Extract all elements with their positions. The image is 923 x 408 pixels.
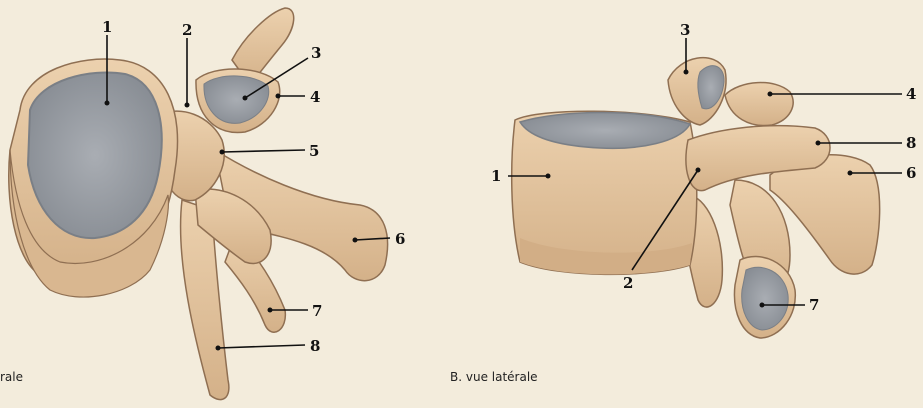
caption-panel-b: B. vue latérale — [450, 370, 538, 384]
label-b-7: 7 — [809, 296, 819, 314]
label-b-3: 3 — [680, 21, 690, 39]
caption-panel-a: rale — [0, 370, 23, 384]
label-a-8: 8 — [310, 337, 320, 355]
panel-a-drawing — [9, 8, 388, 400]
panel-b-drawing — [512, 58, 880, 338]
label-a-2: 2 — [182, 21, 192, 39]
label-b-2: 2 — [623, 274, 633, 292]
label-a-6: 6 — [395, 230, 405, 248]
label-a-4: 4 — [310, 88, 320, 106]
label-a-3: 3 — [311, 44, 321, 62]
intervertebral-disc-surface-a — [28, 73, 162, 239]
label-b-1: 1 — [491, 167, 501, 185]
label-b-6: 6 — [906, 164, 916, 182]
label-b-8: 8 — [906, 134, 916, 152]
label-a-7: 7 — [312, 302, 322, 320]
label-b-4: 4 — [906, 85, 916, 103]
mammillary-process-b — [725, 83, 793, 126]
label-a-1: 1 — [102, 18, 112, 36]
label-a-5: 5 — [309, 142, 319, 160]
